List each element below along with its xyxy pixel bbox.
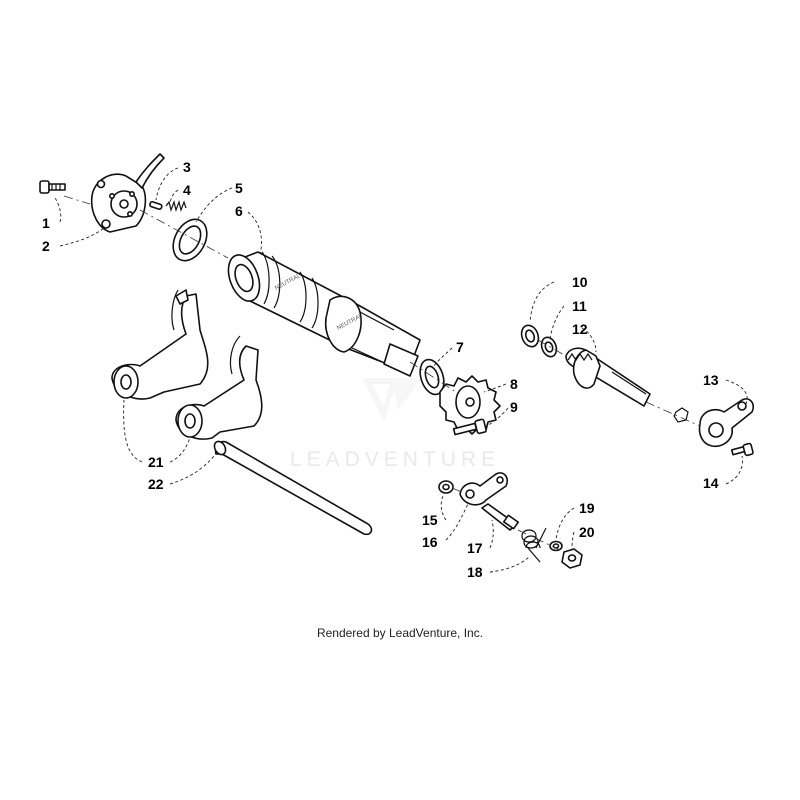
- callout-21: 21: [148, 454, 164, 470]
- callout-labels: 1 2 3 4 5 6 7 8 9 10 11 12 13 14 15 16 1…: [42, 159, 719, 580]
- part-7-washer[interactable]: [416, 356, 448, 397]
- callout-3: 3: [183, 159, 191, 175]
- part-18-torsion-spring[interactable]: [521, 527, 547, 563]
- part-19-washer[interactable]: [549, 540, 563, 552]
- callout-15: 15: [422, 512, 438, 528]
- part-21-shift-fork-lower[interactable]: [175, 335, 263, 440]
- part-22-fork-shaft[interactable]: [212, 439, 373, 536]
- part-16-stopper-lever[interactable]: [459, 472, 509, 506]
- callout-8: 8: [510, 376, 518, 392]
- callout-11: 11: [572, 298, 587, 314]
- callout-19: 19: [579, 500, 595, 516]
- part-17-stud-bolt[interactable]: [481, 503, 520, 531]
- callout-4: 4: [183, 182, 191, 198]
- callout-9: 9: [510, 399, 518, 415]
- callout-5: 5: [235, 180, 243, 196]
- callout-leader-lines: [53, 167, 748, 573]
- part-11-washer[interactable]: [539, 335, 559, 359]
- part-9-bolt[interactable]: [452, 418, 487, 436]
- callout-12: 12: [572, 321, 588, 337]
- part-15-washer[interactable]: [438, 480, 454, 494]
- callout-17: 17: [467, 540, 483, 556]
- callout-18: 18: [467, 564, 483, 580]
- callout-20: 20: [579, 524, 595, 540]
- callout-13: 13: [703, 372, 719, 388]
- callout-6: 6: [235, 203, 243, 219]
- part-2-shift-position-sensor[interactable]: [90, 153, 165, 233]
- callout-22: 22: [148, 476, 164, 492]
- callout-7: 7: [456, 339, 464, 355]
- part-12-shift-shaft[interactable]: [565, 347, 651, 407]
- callout-1: 1: [42, 215, 50, 231]
- callout-16: 16: [422, 534, 438, 550]
- part-1-bolt[interactable]: [39, 180, 66, 194]
- part-4-spring[interactable]: [165, 199, 187, 213]
- watermark-logo: [362, 378, 422, 422]
- part-6-shift-drum[interactable]: NEUTRAL NEUTRAL: [223, 251, 421, 377]
- footer-credit: Rendered by LeadVenture, Inc.: [316, 626, 484, 640]
- part-20-nut[interactable]: [561, 548, 583, 569]
- part-3-pin[interactable]: [149, 200, 163, 210]
- watermark-text: LEADVENTURE: [290, 448, 500, 471]
- callout-2: 2: [42, 238, 50, 254]
- part-13-shift-arm[interactable]: [673, 398, 755, 448]
- assembly-axis-lines: [63, 195, 701, 551]
- part-10-washer[interactable]: [519, 323, 542, 349]
- part-14-bolt[interactable]: [730, 442, 754, 457]
- part-5-washer[interactable]: [166, 214, 213, 267]
- callout-10: 10: [572, 274, 588, 290]
- part-21-shift-fork-upper[interactable]: [111, 289, 209, 400]
- callout-14: 14: [703, 475, 719, 491]
- part-8-shift-cam-gear[interactable]: [439, 375, 501, 435]
